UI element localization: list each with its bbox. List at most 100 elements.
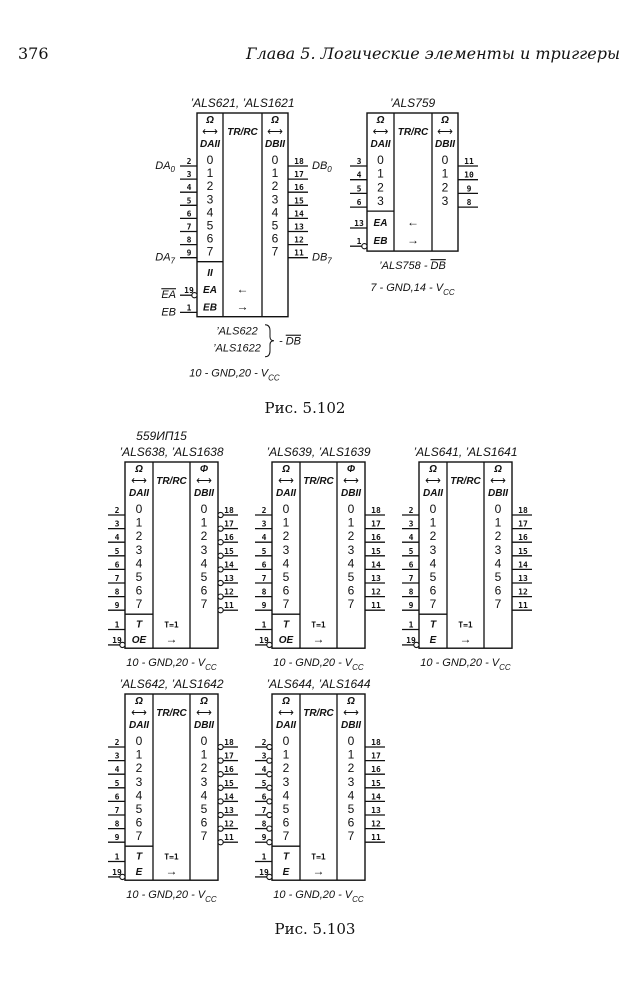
- port-a-bit: 1: [207, 166, 214, 180]
- pin-number: 9: [115, 833, 120, 842]
- port-a-bit: 5: [136, 570, 143, 584]
- inversion-bubble: [119, 641, 126, 649]
- function-label: TR/RC: [450, 476, 481, 487]
- pin-number: 11: [224, 601, 234, 610]
- port-b-bit: 7: [348, 597, 355, 611]
- control-input-label: II: [207, 268, 213, 279]
- port-a-bit: 6: [430, 584, 437, 598]
- port-b-bit: 5: [201, 570, 208, 584]
- direction-indicator: →: [407, 233, 419, 247]
- port-b-bit: 2: [272, 179, 279, 193]
- port-a-bit: 3: [377, 194, 384, 208]
- control-input-label: T: [136, 851, 143, 862]
- pin-number: 6: [409, 560, 414, 569]
- pin-number: 2: [409, 506, 414, 515]
- pin-number: 5: [115, 779, 120, 788]
- inversion-bubble: [361, 243, 368, 250]
- port-a-bit: 1: [430, 516, 437, 530]
- pin-number: 16: [294, 183, 304, 192]
- pin-number: 3: [409, 520, 414, 529]
- pin-number: 5: [357, 184, 362, 193]
- power-pins-text: 10 - GND,20 - V: [273, 657, 354, 669]
- port-b-bit: 7: [495, 597, 502, 611]
- power-pins-note: 10 - GND,20 - VCC: [273, 657, 364, 672]
- pin-number: 3: [262, 752, 267, 761]
- pin-number: 14: [224, 560, 234, 569]
- bidirectional-arrow-icon: ⟷: [425, 475, 441, 487]
- pin-number: 15: [371, 779, 381, 788]
- pin-number: 16: [224, 765, 234, 774]
- port-a-bit: 1: [283, 516, 290, 530]
- pin-number: 14: [518, 560, 528, 569]
- port-name: DB: [312, 160, 327, 172]
- port-a-bit: 5: [207, 219, 214, 233]
- pin-number: 14: [224, 792, 234, 801]
- power-pins-note: 10 - GND,20 - VCC: [420, 657, 511, 672]
- pin-number: 14: [371, 792, 381, 801]
- pin-number: 16: [371, 533, 381, 542]
- variant-note-signal: DB: [431, 260, 446, 272]
- port-a-bit: 6: [283, 816, 290, 830]
- port-a-label: DAII: [276, 488, 296, 499]
- port-b-bit: 5: [348, 570, 355, 584]
- port-a-bit: 7: [136, 829, 143, 843]
- port-b-bit: 1: [348, 516, 355, 530]
- inversion-bubble: [217, 552, 224, 559]
- pin-number: 2: [187, 157, 192, 166]
- port-a-bit: 1: [136, 748, 143, 762]
- pin-number: 4: [357, 171, 362, 180]
- external-port-label: DA0: [155, 160, 175, 174]
- direction-indicator: T=1: [164, 620, 179, 629]
- power-pins-text: 10 - GND,20 - V: [273, 889, 354, 901]
- pin-number: 8: [467, 198, 472, 207]
- port-b-bit: 4: [348, 556, 355, 570]
- pin-number: 4: [115, 765, 120, 774]
- port-a-bit: 7: [283, 829, 290, 843]
- control-input-label: T: [136, 619, 143, 630]
- port-b-bit: 2: [201, 761, 208, 775]
- port-a-bit: 2: [283, 761, 290, 775]
- port-b-bit: 1: [348, 748, 355, 762]
- port-b-bit: 3: [348, 775, 355, 789]
- port-a-bit: 4: [283, 788, 290, 802]
- port-b-bit: 5: [495, 570, 502, 584]
- pin-number: 12: [371, 820, 381, 829]
- pin-number: 5: [187, 196, 192, 205]
- port-a-bit: 0: [377, 153, 384, 167]
- port-name: DA: [155, 252, 170, 264]
- direction-indicator: →: [313, 864, 325, 878]
- port-a-bit: 5: [283, 570, 290, 584]
- pin-number: 1: [409, 620, 414, 629]
- pin-number: 7: [262, 806, 267, 815]
- port-a-label: DAII: [423, 488, 443, 499]
- pin-number: 17: [518, 520, 528, 529]
- port-b-bit: 0: [201, 502, 208, 516]
- pin-number: 2: [115, 506, 120, 515]
- external-port-label: DB7: [312, 252, 332, 266]
- external-port-label: DA7: [155, 252, 175, 266]
- port-b-label: DBII: [194, 488, 214, 499]
- pin-number: 3: [115, 520, 120, 529]
- port-a-bit: 0: [283, 734, 290, 748]
- port-a-bit: 4: [283, 556, 290, 570]
- port-a-bit: 3: [136, 543, 143, 557]
- inversion-bubble: [217, 811, 224, 819]
- port-a-bit: 6: [136, 816, 143, 830]
- page-number: 376: [18, 44, 49, 63]
- port-index: 0: [171, 165, 176, 174]
- control-input-label: E: [283, 867, 290, 878]
- inversion-bubble: [217, 607, 224, 614]
- pin-number: 6: [357, 198, 362, 207]
- function-label: TR/RC: [156, 708, 187, 719]
- output-type-symbol: Ω: [205, 115, 214, 126]
- port-a-label: DAII: [371, 139, 391, 150]
- inversion-bubble: [266, 784, 273, 791]
- pin-number: 3: [187, 170, 192, 179]
- pin-number: 1: [262, 620, 267, 629]
- direction-indicator: →: [460, 632, 472, 646]
- pin-number: 19: [259, 636, 269, 645]
- direction-indicator: ←: [407, 215, 419, 229]
- port-b-bit: 1: [442, 167, 449, 181]
- variant-note-prefix: -: [279, 336, 286, 348]
